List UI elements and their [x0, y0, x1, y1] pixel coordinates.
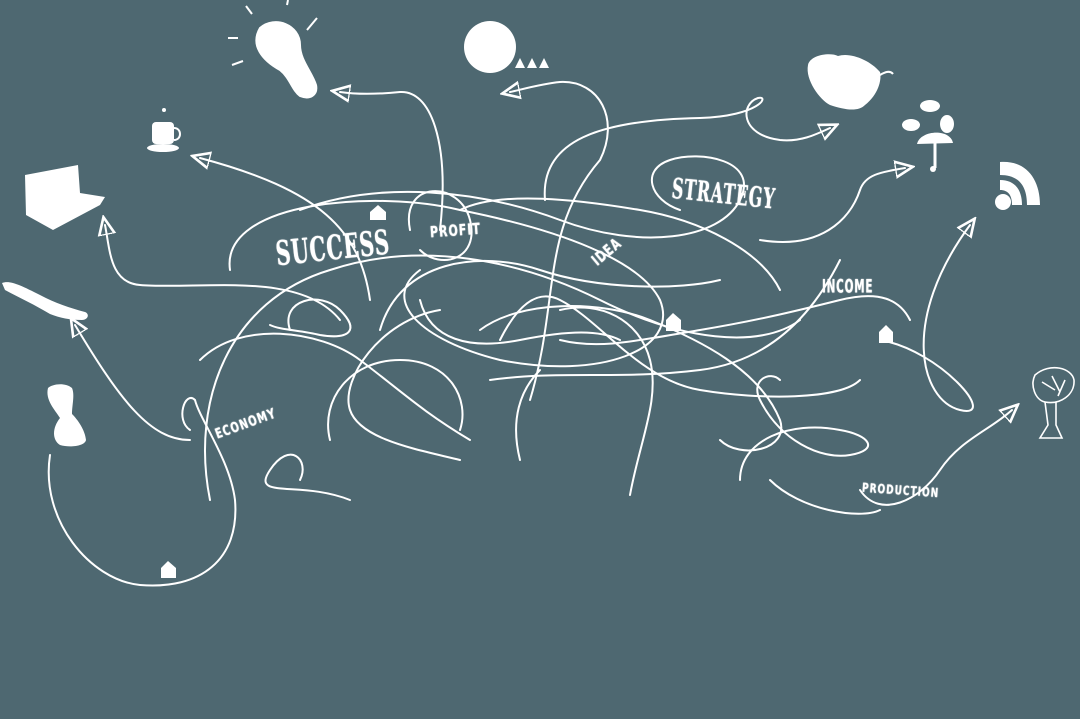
tangled-lines [47, 82, 1012, 587]
coin-stack-icon [464, 21, 549, 73]
umbrella-clouds-icon [902, 100, 954, 172]
piggy-bank-icon [807, 54, 894, 110]
airplane-icon [2, 282, 88, 320]
house-icon [879, 325, 893, 343]
house-icon [370, 205, 386, 220]
laptop-icon [25, 165, 105, 230]
label-profit: PROFIT [429, 219, 482, 242]
house-icon [161, 561, 176, 578]
rss-feed-icon [995, 161, 1040, 210]
hourglass-icon [47, 384, 86, 447]
house-icons [161, 205, 893, 578]
tree-icon [1032, 366, 1075, 439]
label-income: INCOME [822, 277, 874, 298]
coffee-cup-icon [147, 108, 181, 152]
lightbulb-icon [228, 0, 318, 99]
house-icon [666, 313, 681, 331]
